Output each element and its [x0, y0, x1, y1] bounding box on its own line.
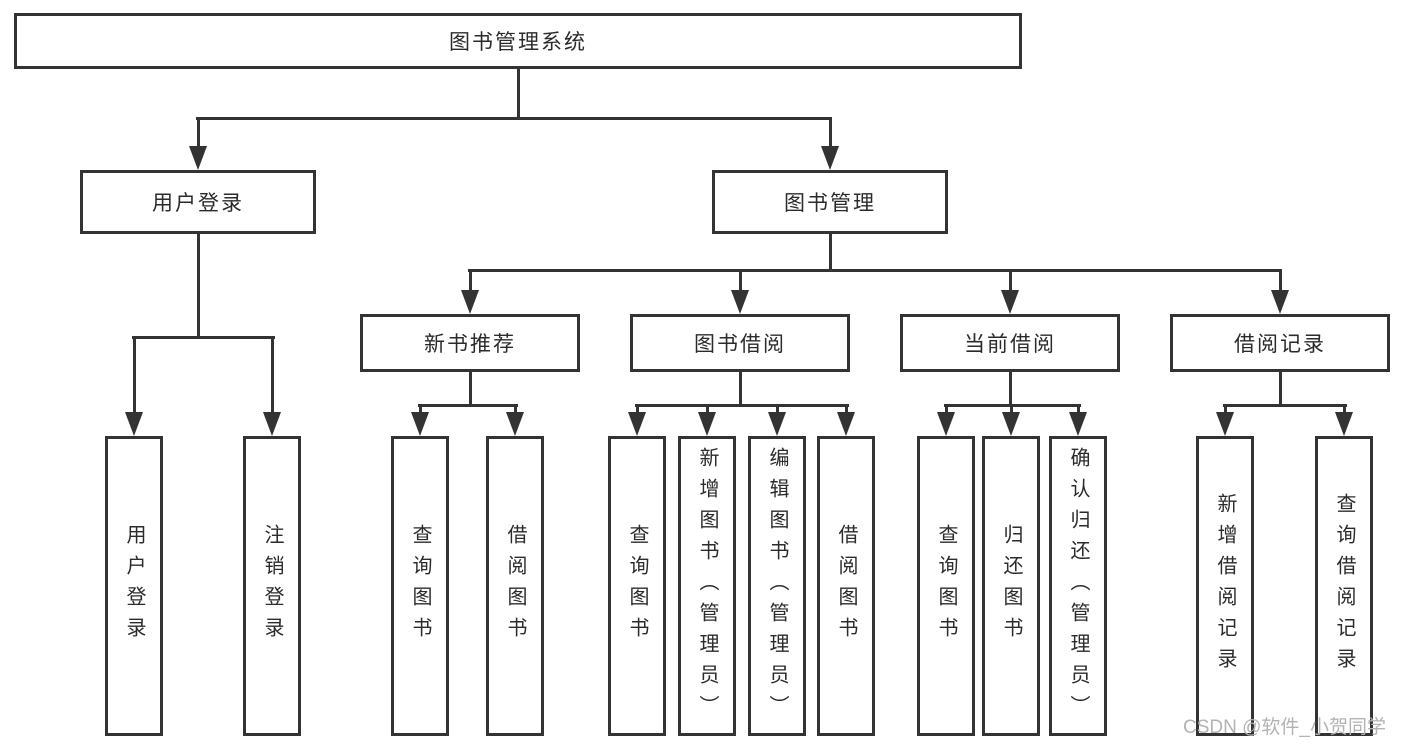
arrow-down-icon	[1002, 406, 1020, 436]
leaf-label: 归还图书	[1000, 524, 1022, 648]
leaf-label: 查询图书	[409, 524, 431, 648]
node-library-management-system: 图书管理系统	[14, 13, 1022, 69]
node-book-borrowing: 图书借阅	[630, 314, 850, 372]
arrow-down-icon	[1069, 406, 1087, 436]
arrow-down-icon	[189, 118, 207, 170]
connector-line	[738, 370, 742, 407]
leaf-records-query-record: 查询借阅记录	[1315, 436, 1373, 736]
leaf-label: 用户登录	[123, 524, 145, 648]
leaf-label: 确认归还（管理员）	[1067, 446, 1089, 726]
node-new-book-recommendation: 新书推荐	[360, 314, 580, 372]
connector-line	[196, 117, 832, 120]
arrow-down-icon	[506, 406, 524, 436]
leaf-newbook-query-books: 查询图书	[391, 436, 449, 736]
leaf-label: 新增图书（管理员）	[696, 446, 718, 726]
connector-line	[418, 404, 518, 407]
leaf-newbook-borrow-books: 借阅图书	[486, 436, 544, 736]
leaf-current-query-books: 查询图书	[917, 436, 975, 736]
connector-line	[468, 370, 472, 407]
leaf-label: 注销登录	[261, 524, 283, 648]
leaf-borrow-query-books: 查询图书	[608, 436, 666, 736]
node-label: 图书管理系统	[449, 31, 587, 54]
leaf-user-login: 用户登录	[105, 436, 163, 736]
arrow-down-icon	[821, 118, 839, 170]
node-user-login: 用户登录	[80, 170, 316, 234]
connector-line	[944, 404, 1081, 407]
leaf-label: 查询图书	[935, 524, 957, 648]
leaf-label: 查询图书	[626, 524, 648, 648]
leaf-current-return-books: 归还图书	[982, 436, 1040, 736]
arrow-down-icon	[937, 406, 955, 436]
leaf-label: 新增借阅记录	[1214, 493, 1236, 679]
leaf-borrow-borrow-books: 借阅图书	[817, 436, 875, 736]
leaf-logout: 注销登录	[243, 436, 301, 736]
arrow-down-icon	[263, 338, 281, 436]
connector-line	[1278, 370, 1282, 407]
node-label: 当前借阅	[964, 333, 1056, 356]
connector-line	[828, 231, 832, 271]
arrow-down-icon	[698, 406, 716, 436]
connector-line	[132, 336, 275, 339]
arrow-down-icon	[1335, 406, 1353, 436]
arrow-down-icon	[461, 270, 479, 314]
leaf-borrow-edit-book-admin: 编辑图书（管理员）	[748, 436, 806, 736]
node-label: 图书借阅	[694, 333, 786, 356]
arrow-down-icon	[1216, 406, 1234, 436]
leaf-label: 借阅图书	[835, 524, 857, 648]
arrow-down-icon	[125, 338, 143, 436]
arrow-down-icon	[731, 270, 749, 314]
arrow-down-icon	[628, 406, 646, 436]
connector-line	[517, 67, 520, 119]
node-label: 图书管理	[784, 192, 876, 215]
connector-line	[468, 269, 1282, 272]
leaf-borrow-add-book-admin: 新增图书（管理员）	[678, 436, 736, 736]
leaf-label: 查询借阅记录	[1333, 493, 1355, 679]
leaf-current-confirm-return-admin: 确认归还（管理员）	[1049, 436, 1107, 736]
connector-line	[196, 231, 200, 339]
node-borrowing-records: 借阅记录	[1170, 314, 1390, 372]
leaf-label: 编辑图书（管理员）	[766, 446, 788, 726]
csdn-watermark: CSDN @软件_小贺同学	[1183, 717, 1386, 738]
node-current-borrowing: 当前借阅	[900, 314, 1120, 372]
arrow-down-icon	[1001, 270, 1019, 314]
node-label: 用户登录	[152, 192, 244, 215]
leaf-records-add-record: 新增借阅记录	[1196, 436, 1254, 736]
arrow-down-icon	[837, 406, 855, 436]
arrow-down-icon	[1271, 270, 1289, 314]
connector-line	[635, 404, 849, 407]
connector-line	[1223, 404, 1347, 407]
node-label: 新书推荐	[424, 333, 516, 356]
connector-line	[1008, 370, 1012, 407]
node-book-management: 图书管理	[712, 170, 948, 234]
leaf-label: 借阅图书	[504, 524, 526, 648]
arrow-down-icon	[768, 406, 786, 436]
node-label: 借阅记录	[1234, 333, 1326, 356]
arrow-down-icon	[411, 406, 429, 436]
